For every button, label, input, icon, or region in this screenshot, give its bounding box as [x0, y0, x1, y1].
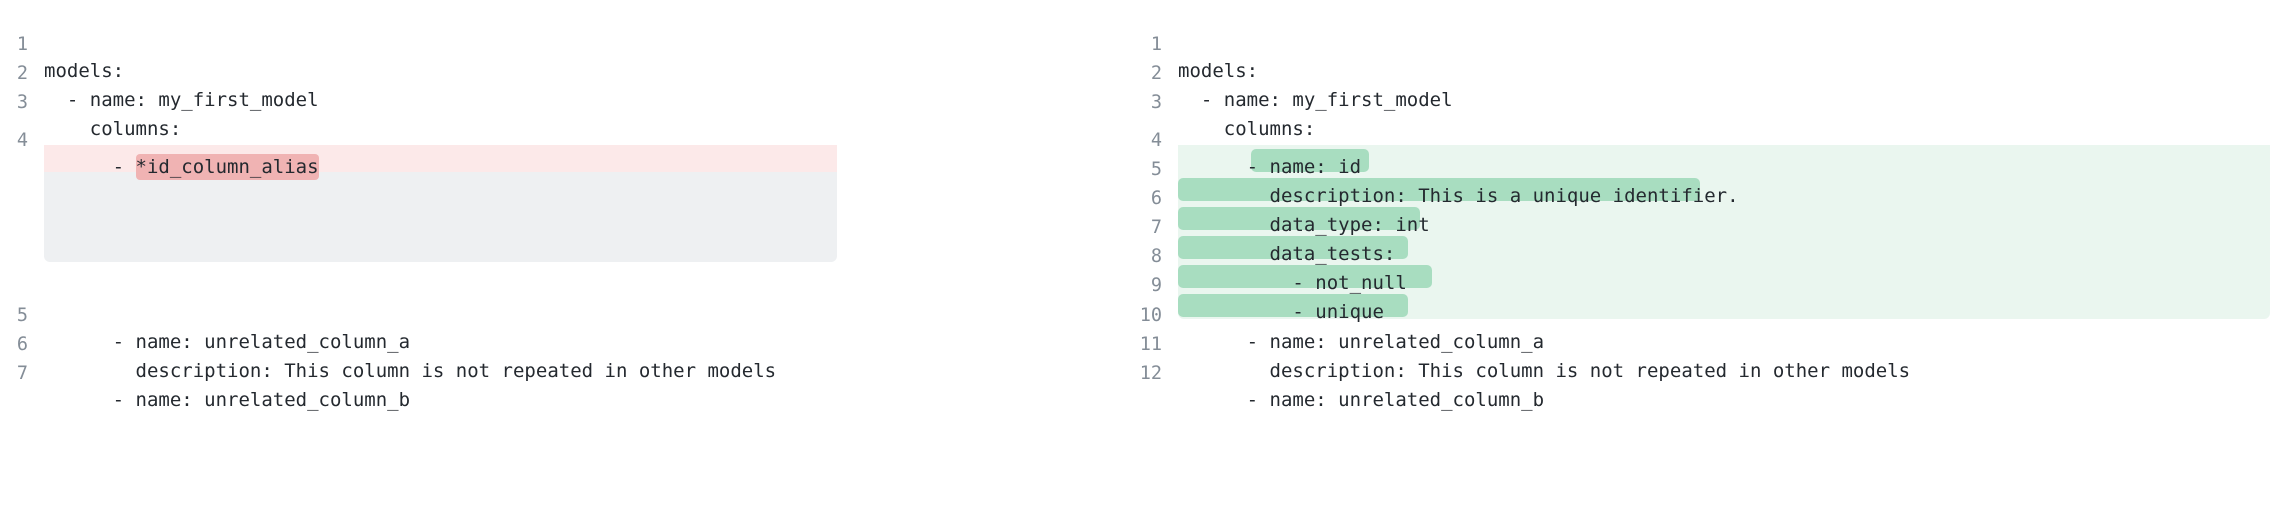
- added-token-highlight: [1178, 207, 1420, 230]
- code-line: 2 - name: my_first_model: [0, 33, 1000, 111]
- line-content[interactable]: - name: unrelated_column_a: [1178, 331, 1545, 353]
- code-line: 2 - name: my_first_model: [1010, 33, 2278, 111]
- line-content[interactable]: - unique: [1178, 301, 1384, 323]
- line-content[interactable]: - name: unrelated_column_a: [44, 331, 411, 353]
- line-content[interactable]: data_tests:: [1178, 243, 1396, 265]
- line-number: 9: [1150, 275, 1162, 296]
- added-token: name: id: [1269, 156, 1362, 178]
- code-line-added: 6 data_type: int: [1010, 158, 2278, 236]
- code-line: 10 - name: unrelated_column_a: [1010, 275, 2278, 353]
- line-content[interactable]: - name: unrelated_column_b: [44, 389, 411, 411]
- line-number: 5: [16, 305, 28, 326]
- line-number: 12: [1139, 363, 1162, 384]
- line-content[interactable]: columns:: [44, 118, 182, 140]
- code-line-added: 5 description: This is a unique identifi…: [1010, 129, 2278, 207]
- line-number: 3: [16, 92, 28, 113]
- added-token-highlight: [1178, 178, 1700, 201]
- line-content[interactable]: description: This is a unique identifier…: [1178, 185, 1739, 207]
- code-line-added: 7 data_tests:: [1010, 187, 2278, 265]
- line-number: 8: [1150, 246, 1162, 267]
- line-number: 7: [1150, 217, 1162, 238]
- line-content[interactable]: models:: [44, 60, 125, 82]
- code-line: 3 columns:: [0, 62, 1000, 140]
- added-token-highlight: [1178, 236, 1408, 259]
- line-content[interactable]: - name: unrelated_column_b: [1178, 389, 1545, 411]
- line-content[interactable]: - name: my_first_model: [44, 89, 319, 111]
- code-line: 1 models:: [1010, 4, 2278, 82]
- code-line: 6 description: This column is not repeat…: [0, 304, 1000, 382]
- code-line: 12 - name: unrelated_column_b: [1010, 333, 2278, 411]
- code-line: 1 models:: [0, 4, 1000, 82]
- line-number: 4: [16, 130, 28, 151]
- line-content[interactable]: - name: my_first_model: [1178, 89, 1453, 111]
- code-line-added: 8 - not_null: [1010, 216, 2278, 294]
- diff-panel-after: 1 models: 2 - name: my_first_model 3 col…: [1010, 0, 2278, 528]
- line-content[interactable]: - not_null: [1178, 272, 1407, 294]
- added-token-highlight: [1178, 265, 1432, 288]
- line-number: 2: [1150, 63, 1162, 84]
- added-token-highlight: [1251, 149, 1369, 172]
- line-content[interactable]: description: This column is not repeated…: [1178, 360, 1911, 382]
- line-content[interactable]: data_type: int: [1178, 214, 1430, 236]
- line-number: 3: [1150, 92, 1162, 113]
- line-number: 1: [1150, 34, 1162, 55]
- code-line-added: 4 - name: id: [1010, 100, 2278, 178]
- code-line-removed: 4 - *id_column_alias: [0, 100, 1000, 180]
- line-content[interactable]: models:: [1178, 60, 1259, 82]
- code-line: 11 description: This column is not repea…: [1010, 304, 2278, 382]
- line-prefix: -: [1178, 156, 1270, 178]
- line-content[interactable]: - name: id: [1178, 154, 1361, 181]
- line-number: 1: [16, 34, 28, 55]
- line-number: 2: [16, 63, 28, 84]
- added-token-highlight: [1178, 294, 1408, 317]
- line-number: 11: [1139, 334, 1162, 355]
- code-line: 7 - name: unrelated_column_b: [0, 333, 1000, 411]
- line-number: 4: [1150, 130, 1162, 151]
- removed-token: *id_column_alias: [135, 154, 319, 180]
- line-prefix: -: [44, 156, 136, 178]
- line-content[interactable]: description: This column is not repeated…: [44, 360, 777, 382]
- line-content[interactable]: - *id_column_alias: [44, 154, 319, 181]
- line-number: 6: [16, 334, 28, 355]
- code-line: 5 - name: unrelated_column_a: [0, 275, 1000, 353]
- diff-panel-before: 1 models: 2 - name: my_first_model 3 col…: [0, 0, 1000, 528]
- code-line-added: 9 - unique: [1010, 245, 2278, 323]
- placeholder-gap-band: [44, 172, 837, 262]
- line-content[interactable]: columns:: [1178, 118, 1316, 140]
- line-number: 6: [1150, 188, 1162, 209]
- code-line: 3 columns:: [1010, 62, 2278, 140]
- line-number: 7: [16, 363, 28, 384]
- line-number: 10: [1139, 305, 1162, 326]
- line-number: 5: [1150, 159, 1162, 180]
- added-lines-band: [1178, 145, 2270, 319]
